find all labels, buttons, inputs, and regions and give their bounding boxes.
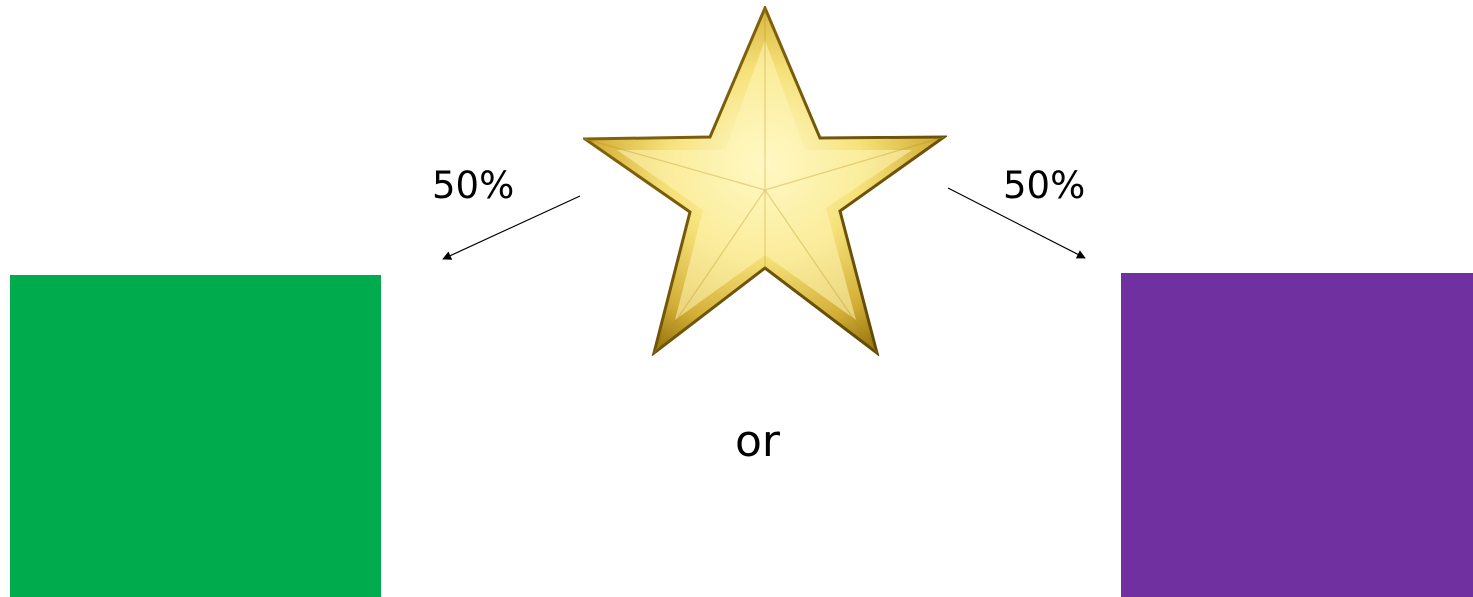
right-probability-label: 50% [1003,167,1085,204]
or-separator-label: or [735,420,780,464]
left-probability-label: 50% [432,167,514,204]
gold-star-icon [583,6,947,356]
